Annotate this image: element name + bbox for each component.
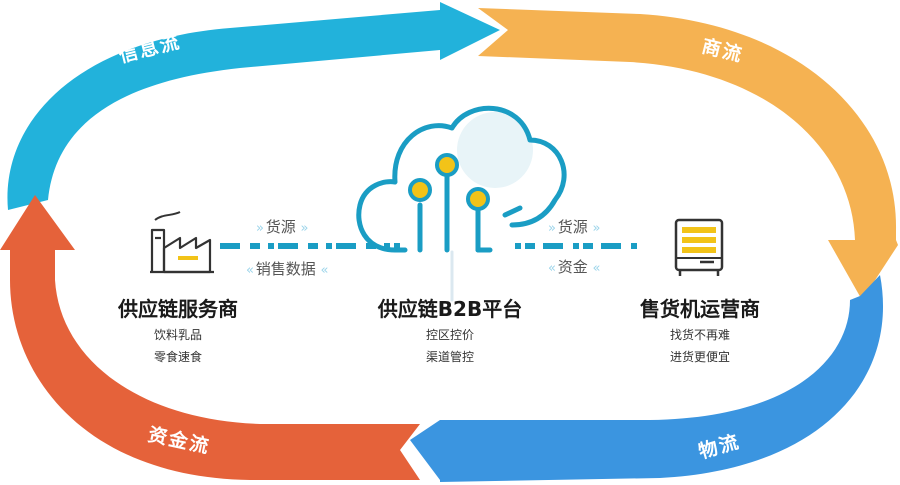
double-chevron-left-icon: «	[548, 261, 556, 276]
vending-machine-icon	[674, 218, 724, 276]
factory-icon	[150, 211, 214, 274]
left-bottom-connector-label: « 销售数据 «	[246, 260, 329, 278]
double-chevron-left-icon: «	[592, 261, 601, 276]
operator-feature: 找货不再难	[669, 328, 730, 342]
supplier-feature-list: 饮料乳品 零食速食	[128, 324, 228, 368]
double-chevron-left-icon: «	[320, 263, 329, 278]
platform-feature: 渠道管控	[425, 350, 474, 364]
right-top-connector-label: » 货源 »	[548, 218, 601, 236]
platform-feature: 控区控价	[425, 328, 474, 342]
info-flow-arrow	[7, 2, 500, 210]
operator-title: 售货机运营商	[640, 297, 760, 321]
commerce-flow-arrow	[478, 8, 898, 300]
operator-feature: 进货更便宜	[669, 350, 730, 364]
double-chevron-right-icon: »	[300, 221, 309, 236]
platform-feature-list: 控区控价 渠道管控	[400, 324, 500, 368]
capital-flow-arrow	[0, 195, 420, 480]
left-top-connector-label: » 货源 »	[256, 218, 309, 236]
supplier-feature: 饮料乳品	[153, 328, 202, 342]
double-chevron-left-icon: «	[246, 263, 254, 278]
cloud-network-icon	[356, 105, 567, 302]
logistics-flow-arrow	[410, 275, 884, 482]
supplier-feature: 零食速食	[153, 350, 202, 364]
operator-feature-list: 找货不再难 进货更便宜	[650, 324, 750, 368]
supplier-title: 供应链服务商	[118, 297, 238, 321]
right-bottom-connector-label: « 资金 «	[548, 258, 601, 276]
double-chevron-right-icon: »	[548, 221, 556, 236]
double-chevron-right-icon: »	[256, 221, 264, 236]
platform-title: 供应链B2B平台	[377, 297, 523, 321]
double-chevron-right-icon: »	[592, 221, 601, 236]
